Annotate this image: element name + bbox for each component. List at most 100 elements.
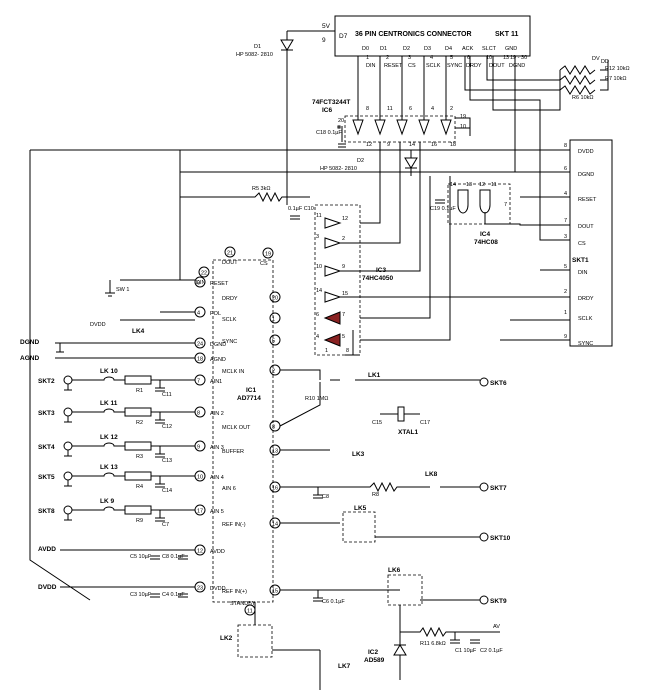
skt1-ref: SKT1 — [572, 257, 589, 264]
socket-label: SKT9 — [490, 598, 507, 605]
link-label: LK 11 — [100, 400, 118, 407]
link-label: LK 13 — [100, 464, 118, 471]
ic1-pin-name: POL — [210, 311, 221, 317]
ic3-pin9: 9 — [342, 264, 345, 270]
ic3-pin14: 14 — [316, 288, 322, 294]
ic1-pin-name: STANDBY — [230, 601, 256, 607]
ic4-pin7: 7 — [504, 202, 507, 208]
ic1-pin-name: AIN1 — [210, 379, 222, 385]
resistor-label: R4 — [136, 484, 143, 490]
socket-label: SKT7 — [490, 485, 507, 492]
c18-label: C18 0.1µF — [316, 130, 342, 136]
right-socket: SKT10 — [479, 532, 511, 542]
d2-part: HP 5082- 2810 — [320, 166, 357, 172]
ic1-pin-name: SYNC — [222, 339, 237, 345]
ic6-part: 74FCT3244T — [312, 99, 350, 106]
lk8-label: LK8 — [425, 471, 438, 478]
conn-num-3: 3 — [408, 55, 411, 61]
lk1-label: LK1 — [368, 372, 381, 379]
conn-fn-drdy: DRDY — [466, 63, 482, 69]
ic1-pin-name: MCLK IN — [222, 369, 244, 375]
ic1-pin-name: RESET — [210, 281, 229, 287]
conn-num-5: 5 — [450, 55, 453, 61]
conn-fn-reset: RESET — [384, 63, 403, 69]
ic1-pin-num: 2 — [272, 369, 275, 375]
socket-label: SKT5 — [38, 474, 55, 481]
ic1-pin-num: 24 — [197, 342, 203, 348]
ic3-pin11: 11 — [316, 213, 322, 219]
dvdd-bottom-label: DVDD — [38, 584, 57, 591]
ic6-pin19: 19 — [460, 114, 466, 120]
socket-label: SKT8 — [38, 508, 55, 515]
ic1-pin-num: 10 — [197, 475, 203, 481]
r6-label: R6 10kΩ — [572, 95, 594, 101]
skt1-pin4: 4 — [564, 191, 567, 197]
centronics-connector: 36 PIN CENTRONICS CONNECTOR SKT 11 5V 9 … — [322, 15, 531, 69]
skt1-pin1: 1 — [564, 310, 567, 316]
ic6-pin12: 12 — [366, 142, 372, 148]
ic1-pin-16: 16 AIN 6 — [222, 481, 281, 493]
conn-fn-dgnd: DGND — [509, 63, 525, 69]
conn-num-4: 4 — [430, 55, 433, 61]
ic6-pin18: 18 — [450, 142, 456, 148]
right-socket: SKT6 — [479, 377, 507, 387]
c4-label: C4 0.1µF — [162, 592, 185, 598]
ic1-pin-num: 16 — [272, 486, 278, 492]
ic1-pin-num: 11 — [247, 609, 253, 615]
ic1-pin-name: AIN 2 — [210, 411, 224, 417]
skt1-pin9: 9 — [564, 334, 567, 340]
c8b-label: C8 0.1µF — [162, 554, 185, 560]
r5-c10: R5 3kΩ 0.1µF C10 — [180, 186, 314, 220]
d2-ref: D2 — [357, 158, 364, 164]
xtal1-label: XTAL1 — [398, 429, 418, 436]
socket-label: SKT6 — [490, 380, 507, 387]
ic3-pin3: 3 — [316, 234, 319, 240]
lk7-label: LK7 — [338, 663, 351, 670]
socket-label: SKT4 — [38, 444, 55, 451]
cap-label: C13 — [162, 458, 172, 464]
link-label: LK 9 — [100, 498, 114, 505]
ic1-pin-name: DRDY — [222, 296, 238, 302]
ic3-pin10: 10 — [316, 264, 322, 270]
d1-part: HP 5082- 2810 — [236, 52, 273, 58]
ic3-pin6: 6 — [316, 312, 319, 318]
avdd-ic2-label: AV — [493, 624, 500, 630]
ic1-pin-10: 10 AIN 4 — [194, 470, 224, 482]
ic1-pin-name: AIN 6 — [222, 486, 236, 492]
ic1-part: AD7714 — [237, 395, 261, 402]
ic4-pin11: 11 — [491, 182, 497, 188]
connector-5v-label: 5V — [322, 23, 331, 30]
ic3-pin7: 7 — [342, 312, 345, 318]
ic1-pin-name: AIN 4 — [210, 475, 224, 481]
c17-label: C17 — [420, 420, 430, 426]
conn-name-ack: ACK — [462, 46, 474, 52]
ic1-pin-name: AIN 5 — [210, 509, 224, 515]
left-rail: SW 1 DVDD LK4 DGND AGND AVDD DVDD — [20, 150, 195, 601]
ic4-ref: IC4 — [480, 231, 491, 238]
ic1-pin-num: 13 — [272, 449, 278, 455]
ic1-ref: IC1 — [246, 387, 257, 394]
conn-name-d1: D1 — [380, 46, 387, 52]
ic1-pin-name: MCLK OUT — [222, 425, 251, 431]
right-socket: SKT9 — [479, 595, 507, 605]
resistor-label: R1 — [136, 388, 143, 394]
ic3-pin8: 8 — [346, 348, 349, 354]
skt1-dvdd: DVDD — [578, 149, 594, 155]
ic1-pin-num: 1 — [272, 317, 275, 323]
r11-label: R11 6.8kΩ — [420, 641, 446, 647]
c2-label: C2 0.1µF — [480, 648, 503, 654]
r5-label: R5 3kΩ — [252, 186, 270, 192]
ic3-pin15: 15 — [342, 291, 348, 297]
link-label: LK 12 — [100, 434, 118, 441]
ic1-pin-num: 5 — [272, 339, 275, 345]
ic3-buffer: IC3 74HC4050 11 12 3 2 9 10 15 14 7 6 5 … — [314, 142, 570, 356]
ic1-pin-num: 15 — [272, 589, 278, 595]
